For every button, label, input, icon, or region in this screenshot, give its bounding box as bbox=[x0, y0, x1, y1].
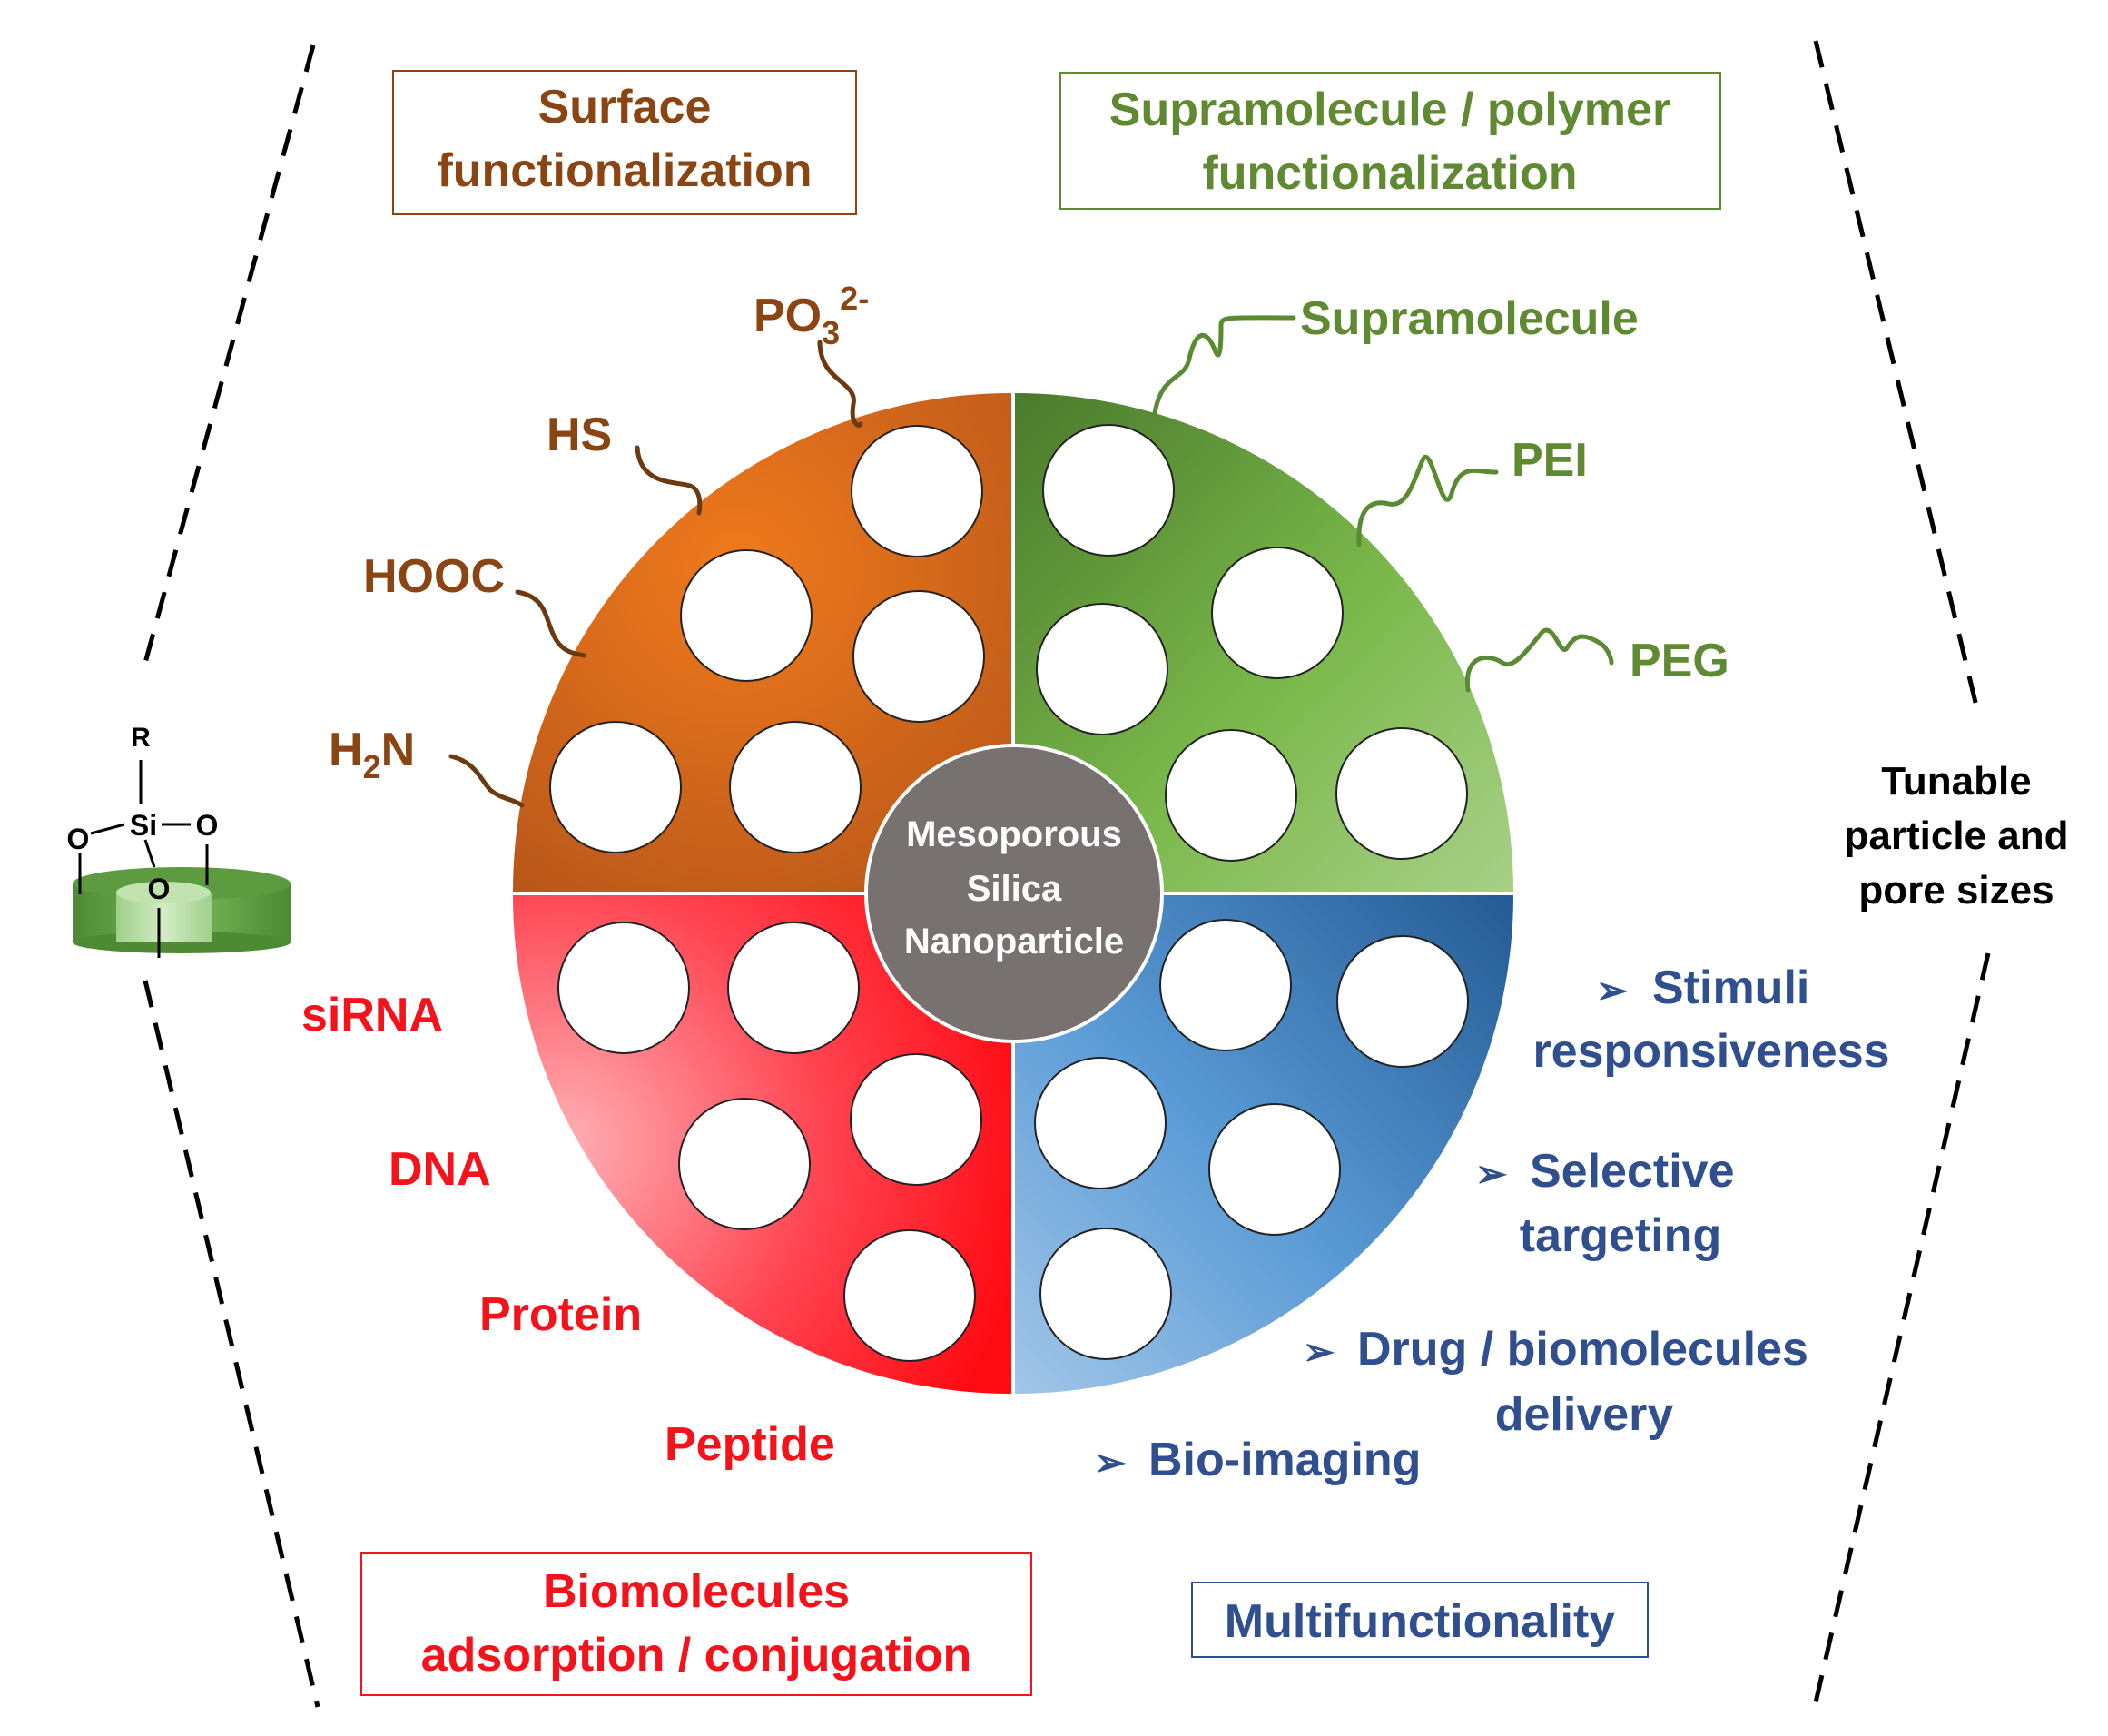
pore bbox=[1208, 1103, 1341, 1236]
h2n-label: H2N bbox=[329, 724, 415, 785]
center-core bbox=[864, 744, 1164, 1043]
silane-o-bottom: O bbox=[148, 873, 171, 905]
po3-subscript: 3 bbox=[822, 314, 840, 351]
peptide-label: Peptide bbox=[665, 1418, 835, 1471]
stimuli-line1: Stimuli bbox=[1652, 962, 1809, 1014]
tunable-line3: pore sizes bbox=[1858, 868, 2054, 912]
center-label-line1: Mesoporous bbox=[906, 814, 1122, 854]
delivery-line1: Drug / biomolecules bbox=[1357, 1323, 1808, 1376]
wave-peg bbox=[1464, 627, 1614, 693]
biomolecules-box: Biomolecules adsorption / conjugation bbox=[360, 1552, 1032, 1696]
nanoparticle: Mesoporous Silica Nanoparticle bbox=[513, 393, 1513, 1394]
bond-si-obottom bbox=[143, 839, 156, 868]
box-title-line1: Supramolecule / polymer bbox=[1109, 84, 1670, 136]
pore bbox=[1336, 935, 1469, 1068]
sirna-label: siRNA bbox=[301, 989, 443, 1041]
applications: ➢ Stimuli responsiveness ➢ Selective tar… bbox=[1094, 962, 1890, 1486]
pore bbox=[843, 1229, 976, 1362]
box-title-line2: adsorption / conjugation bbox=[421, 1629, 972, 1682]
dashed-line-bottom-left bbox=[143, 980, 320, 1708]
po3-superscript: 2- bbox=[840, 280, 869, 317]
arrow-bullet-icon: ➢ bbox=[1303, 1330, 1335, 1373]
box-title-line1: Biomolecules bbox=[543, 1565, 850, 1618]
pore bbox=[1042, 424, 1175, 557]
dna-label: DNA bbox=[389, 1143, 491, 1196]
pore bbox=[678, 1098, 811, 1230]
linker-h2n bbox=[448, 754, 525, 808]
linker-hooc bbox=[515, 589, 586, 658]
linker-hs bbox=[635, 445, 703, 516]
silane-o-left: O bbox=[67, 823, 90, 855]
pei-label: PEI bbox=[1512, 434, 1588, 487]
dashed-line-top-right bbox=[1813, 40, 1982, 718]
silane-r: R bbox=[131, 723, 151, 753]
box-title-line1: Surface bbox=[538, 81, 712, 133]
pore bbox=[851, 425, 983, 557]
pore bbox=[1039, 1228, 1172, 1360]
silane-si: Si bbox=[130, 809, 157, 842]
hooc-label: HOOC bbox=[363, 550, 505, 603]
center-label-line2: Silica bbox=[967, 869, 1062, 909]
biomolecule-labels: siRNA DNA Protein Peptide bbox=[301, 989, 835, 1471]
supramolecule-label: Supramolecule bbox=[1300, 292, 1639, 345]
pore bbox=[852, 590, 985, 723]
inner-tube-top bbox=[116, 882, 211, 903]
bond-si-oleft bbox=[90, 823, 125, 835]
box-title-line2: functionalization bbox=[1202, 147, 1577, 200]
po3-text: PO bbox=[754, 290, 822, 342]
pore bbox=[1034, 1057, 1167, 1189]
multifunctionality-box: Multifunctionality bbox=[1191, 1582, 1649, 1658]
tunable-line1: Tunable bbox=[1881, 759, 2031, 804]
pore bbox=[850, 1053, 982, 1186]
tunable-label: Tunable particle and pore sizes bbox=[1845, 759, 2069, 912]
wave-pei bbox=[1356, 454, 1499, 547]
arrow-bullet-icon: ➢ bbox=[1094, 1441, 1127, 1484]
tunable-line2: particle and bbox=[1845, 814, 2069, 858]
polymer-chains: Supramolecule PEI PEG bbox=[1152, 292, 1729, 693]
pore bbox=[1211, 547, 1344, 679]
silane-cylinder-illustration: R Si O O O bbox=[67, 723, 291, 958]
delivery-line2: delivery bbox=[1495, 1388, 1674, 1441]
h2n-subscript: 2 bbox=[363, 748, 381, 785]
pore bbox=[557, 922, 690, 1054]
imaging-line1: Bio-imaging bbox=[1148, 1434, 1421, 1486]
targeting-line2: targeting bbox=[1520, 1209, 1721, 1262]
arrow-bullet-icon: ➢ bbox=[1475, 1152, 1508, 1195]
dashed-line-top-left bbox=[143, 44, 316, 664]
pore bbox=[727, 922, 860, 1054]
h2n-n: N bbox=[381, 724, 416, 776]
peg-label: PEG bbox=[1630, 635, 1729, 687]
pore bbox=[1165, 729, 1297, 862]
h2n-h: H bbox=[329, 724, 363, 776]
wave-supramolecule bbox=[1152, 315, 1296, 416]
surface-functionalization-box: Surface functionalization bbox=[392, 70, 857, 215]
surface-groups: PO32- HS HOOC H2N bbox=[329, 280, 869, 808]
targeting-line1: Selective bbox=[1530, 1145, 1735, 1198]
hs-label: HS bbox=[547, 409, 612, 461]
arrow-bullet-icon: ➢ bbox=[1596, 969, 1629, 1011]
center-label-line3: Nanoparticle bbox=[904, 922, 1124, 962]
pore bbox=[1159, 919, 1292, 1051]
pore bbox=[1036, 603, 1168, 735]
pore bbox=[549, 721, 682, 853]
po3-label: PO32- bbox=[754, 280, 869, 351]
pore bbox=[1335, 727, 1468, 860]
stimuli-line2: responsiveness bbox=[1532, 1025, 1889, 1078]
protein-label: Protein bbox=[479, 1288, 642, 1341]
silane-o-right: O bbox=[196, 809, 219, 842]
dashed-guides bbox=[143, 40, 1991, 1708]
pore bbox=[729, 721, 862, 853]
supramolecule-functionalization-box: Supramolecule / polymer functionalizatio… bbox=[1059, 72, 1721, 210]
linker-po3 bbox=[817, 340, 863, 428]
pore bbox=[680, 549, 813, 682]
box-title-line1: Multifunctionality bbox=[1225, 1595, 1615, 1648]
box-title-line2: functionalization bbox=[437, 144, 812, 197]
